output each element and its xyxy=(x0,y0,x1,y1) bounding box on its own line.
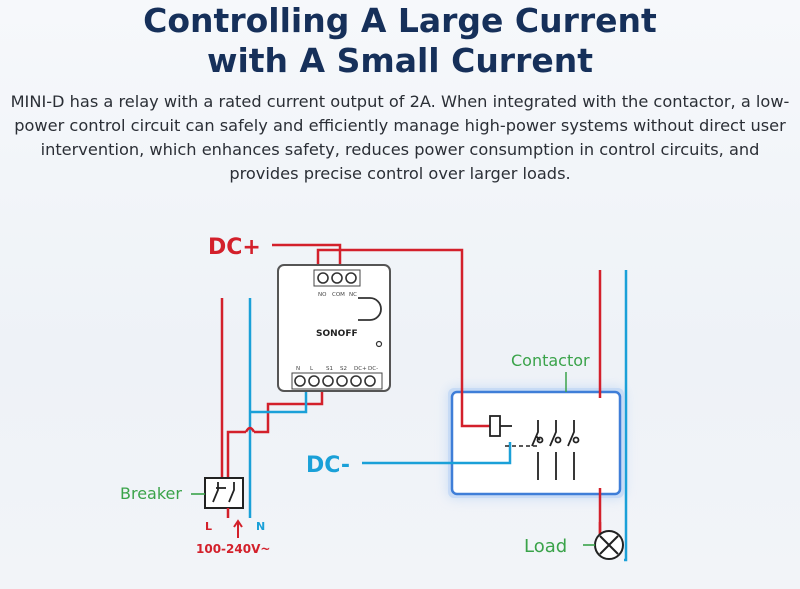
breaker-switch-symbol xyxy=(212,482,235,503)
contactor-box xyxy=(450,390,622,496)
dc-minus-label: DC- xyxy=(306,453,350,478)
coil-symbol xyxy=(489,415,501,437)
terminal-label-dc-minus: DC- xyxy=(368,366,378,372)
terminal-label-s2: S2 xyxy=(340,366,347,372)
live-to-device-wire xyxy=(226,388,324,478)
no-to-coil-wire xyxy=(316,248,490,428)
contactor-label: Contactor xyxy=(511,351,590,370)
neutral-to-device-wire xyxy=(250,388,308,414)
live-line-label: L xyxy=(205,520,212,533)
page-title-line-2: with A Small Current xyxy=(206,41,594,80)
device-brand-logo: SONOFF xyxy=(316,329,358,339)
mini-d-device xyxy=(277,264,391,392)
terminal-label-dc-plus: DC+ xyxy=(354,366,367,372)
description-text: MINI-D has a relay with a rated current … xyxy=(10,92,790,183)
wire-crossover xyxy=(244,426,256,433)
load-neutral-wire xyxy=(624,270,628,562)
pairing-button-outline xyxy=(358,297,382,321)
dc-plus-label: DC+ xyxy=(208,235,261,260)
input-arrow-icon xyxy=(233,519,243,538)
terminal-label-n: N xyxy=(296,366,300,372)
page-title-line-1: Controlling A Large Current xyxy=(143,1,657,40)
bottom-terminals xyxy=(291,372,383,390)
top-terminals xyxy=(313,269,361,287)
terminal-label-no: NO xyxy=(318,292,327,298)
voltage-label: 100-240V~ xyxy=(196,542,270,556)
terminal-label-com: COM xyxy=(332,292,345,298)
breaker-label: Breaker xyxy=(120,484,182,503)
lamp-cross-icon xyxy=(599,535,619,555)
terminal-label-nc: NC xyxy=(349,292,357,298)
led-indicator xyxy=(375,340,383,348)
dc-minus-wire xyxy=(362,442,512,465)
terminal-label-s1: S1 xyxy=(326,366,333,372)
dc-plus-wire xyxy=(272,243,342,268)
neutral-line-label: N xyxy=(256,520,265,533)
terminal-label-l: L xyxy=(310,366,314,372)
contactor-switches xyxy=(531,420,580,480)
load-label: Load xyxy=(524,536,567,557)
breaker-box xyxy=(204,477,244,509)
